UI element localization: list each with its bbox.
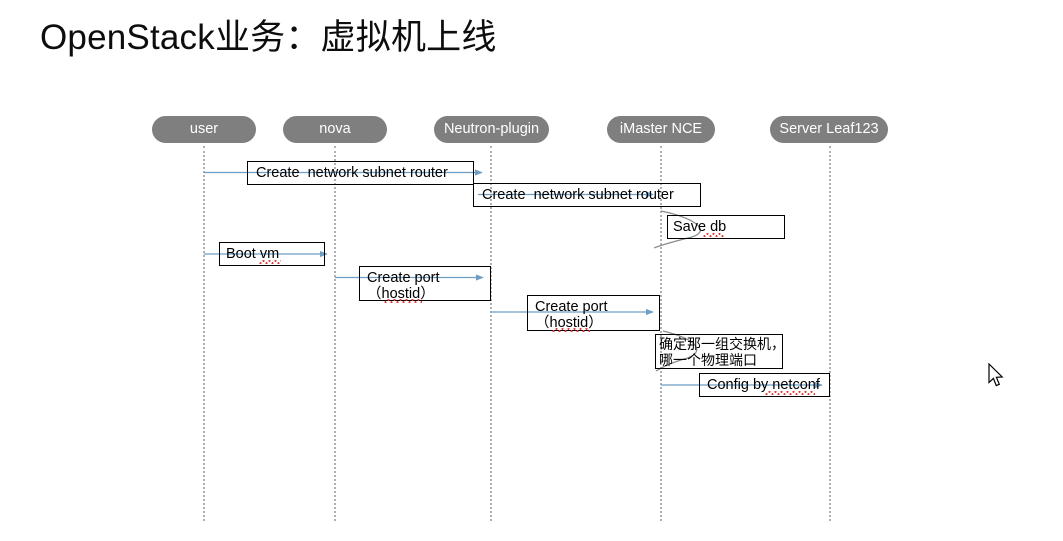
participant-user[interactable]: user [152, 116, 256, 143]
message-box-create-port-1[interactable] [359, 266, 491, 301]
lifeline-user [203, 146, 205, 521]
participant-neutron-plugin[interactable]: Neutron-plugin [434, 116, 549, 143]
participant-imaster-nce[interactable]: iMaster NCE [607, 116, 715, 143]
spellcheck-underline-db [703, 233, 724, 237]
message-box-create-port-2[interactable] [527, 295, 660, 331]
message-box-switch-port-note[interactable] [655, 334, 783, 369]
message-box-save-db[interactable] [667, 215, 785, 239]
lifeline-leaf [829, 146, 831, 521]
mouse-pointer-icon [988, 363, 1004, 387]
lifeline-neutron [490, 146, 492, 521]
spellcheck-underline-vm [259, 260, 281, 264]
spellcheck-underline-hostid-1 [384, 299, 422, 303]
spellcheck-underline-hostid-2 [552, 328, 590, 332]
lifeline-nova [334, 146, 336, 521]
page-title: OpenStack业务：虚拟机上线 [40, 18, 497, 57]
participant-server-leaf123[interactable]: Server Leaf123 [770, 116, 888, 143]
participant-nova[interactable]: nova [283, 116, 387, 143]
message-box-create-network-subnet-router-2[interactable] [473, 183, 701, 207]
spellcheck-underline-netconf [765, 391, 815, 395]
message-box-create-network-subnet-router-1[interactable] [247, 161, 474, 185]
